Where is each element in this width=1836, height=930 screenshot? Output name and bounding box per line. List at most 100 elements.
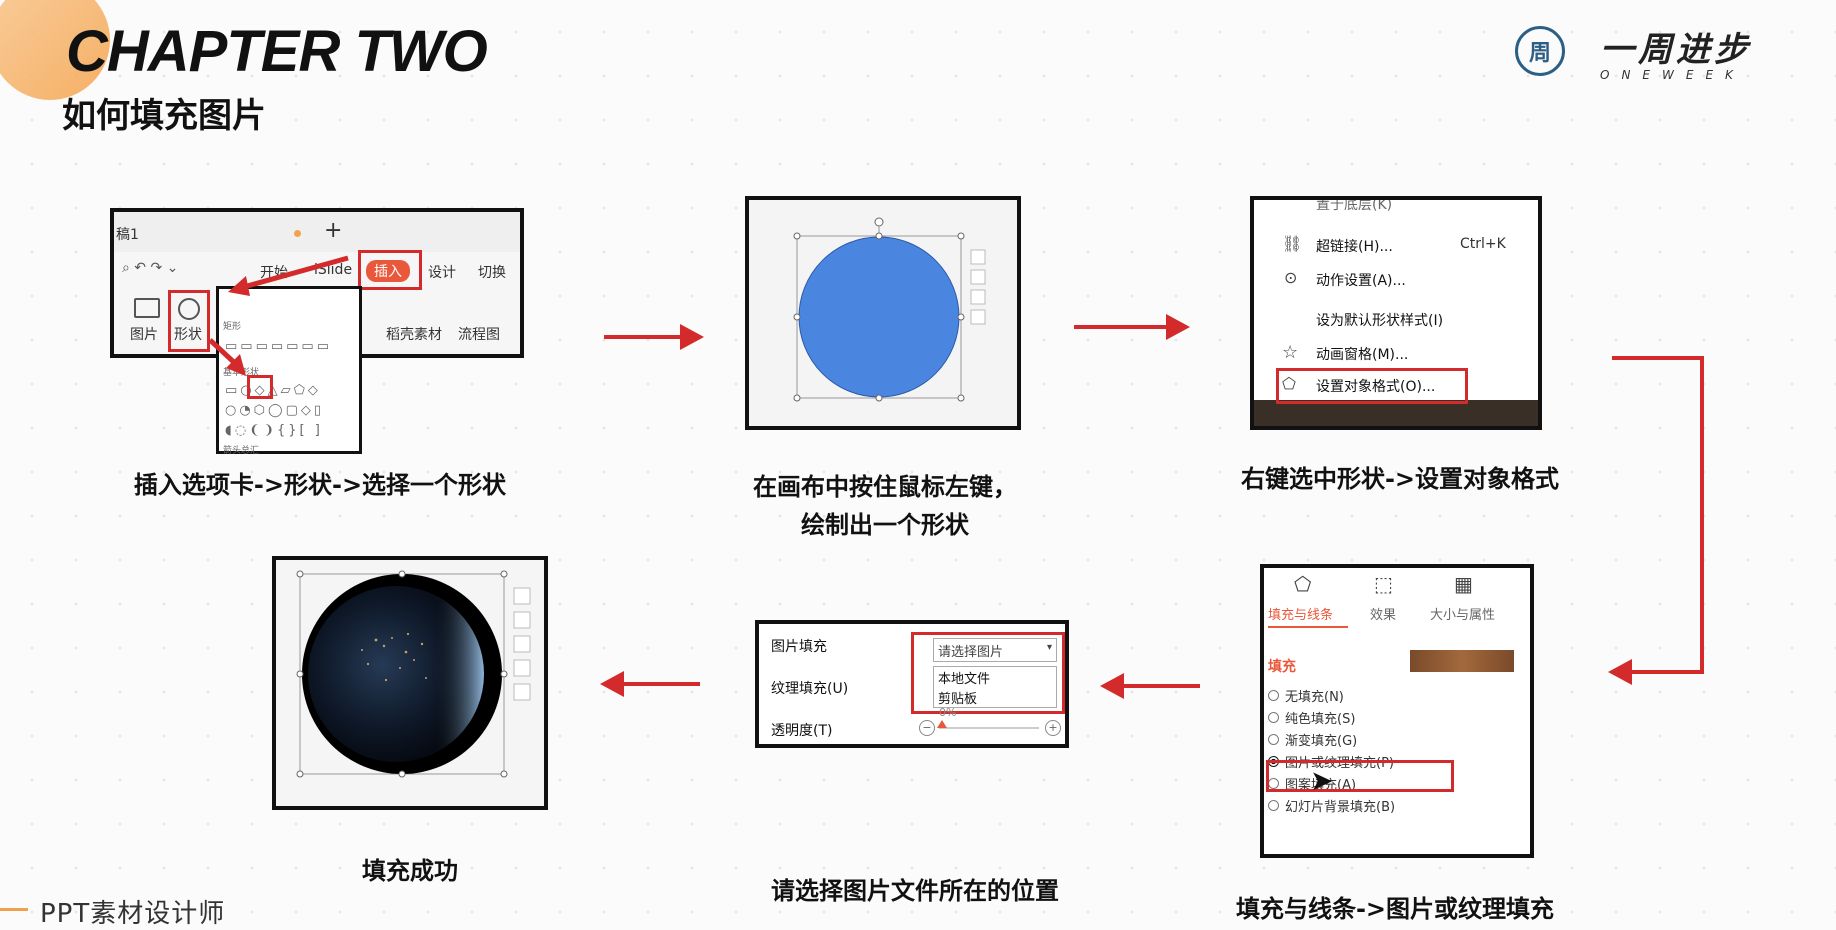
mouse-cursor-icon: ➤	[1310, 764, 1334, 797]
radio-button[interactable]	[1268, 734, 1279, 745]
menu-shortcut-hyperlink: Ctrl+K	[1460, 236, 1506, 252]
tool-shape[interactable]: 形状	[174, 327, 202, 343]
fill-option-label: 幻灯片背景填充(B)	[1285, 800, 1396, 815]
flow-arrow-1	[604, 335, 684, 339]
radio-button[interactable]	[1268, 712, 1279, 723]
highlight-source-select	[911, 632, 1065, 714]
menu-item-format-object[interactable]: 设置对象格式(O)...	[1316, 379, 1436, 395]
flow-arrowhead-5	[600, 671, 624, 697]
tool-picture[interactable]: 图片	[130, 327, 158, 343]
source-dropdown-list: 本地文件 剪贴板	[933, 666, 1057, 708]
option-clipboard[interactable]: 剪贴板	[938, 692, 978, 707]
footer-accent	[0, 908, 28, 911]
menu-item-hyperlink[interactable]: 超链接(H)...	[1316, 239, 1393, 255]
step3-screenshot: 置于底层(K) ⛓ 超链接(H)... Ctrl+K ⊙ 动作设置(A)... …	[1250, 196, 1542, 430]
blue-circle-shape	[798, 236, 960, 398]
select-value: 请选择图片	[938, 645, 1004, 660]
label-transparency: 透明度(T)	[771, 723, 833, 739]
effects-icon: ⬚	[1374, 572, 1393, 596]
menu-item-send-back[interactable]: 置于底层(K)	[1316, 197, 1393, 213]
flow-arrow-4	[1120, 684, 1200, 688]
chapter-title: CHAPTER TWO	[66, 19, 488, 84]
shape-icon	[178, 298, 200, 320]
transparency-value: 0%	[939, 706, 957, 719]
highlight-picture-fill	[1266, 760, 1454, 792]
slider-thumb[interactable]	[937, 720, 947, 728]
flow-arrowhead-4	[1100, 673, 1124, 699]
radio-button[interactable]	[1268, 800, 1279, 811]
ribbon-tab-transition[interactable]: 切换	[478, 265, 506, 281]
picture-icon	[134, 298, 160, 318]
fill-option-label: 图片或纹理填充(P)	[1285, 756, 1394, 771]
flow-arrow-3c	[1628, 670, 1704, 674]
caption-step6: 填充成功	[362, 857, 458, 885]
ribbon-tab-design[interactable]: 设计	[428, 265, 456, 281]
tab-size-props[interactable]: 大小与属性	[1430, 608, 1496, 623]
flow-arrow-5	[620, 682, 700, 686]
fill-option-0[interactable]: 无填充(N)	[1268, 686, 1344, 705]
menu-item-action[interactable]: 动作设置(A)...	[1316, 273, 1406, 289]
logo-name: 一周进步	[1600, 30, 1752, 70]
quick-toolbar: ⌕ ↶ ↷ ⌄	[122, 260, 179, 276]
label-picture-fill: 图片填充	[771, 639, 827, 655]
transparency-slider[interactable]	[939, 727, 1039, 729]
label-texture-fill: 纹理填充(U)	[771, 681, 849, 697]
unsaved-dot-icon	[294, 230, 301, 237]
flow-arrowhead-3	[1608, 659, 1632, 685]
step5-screenshot: 图片填充 请选择图片 ▾ 本地文件 剪贴板 纹理填充(U) 透明度(T) 0% …	[755, 620, 1069, 748]
fill-line-icon: ⬠	[1294, 572, 1312, 596]
gallery-section-arrows: 箭头总汇	[223, 446, 260, 456]
tool-daoke[interactable]: 稻壳素材	[386, 327, 442, 343]
caption-step1: 插入选项卡->形状->选择一个形状	[133, 471, 507, 499]
flow-arrowhead-1	[680, 324, 704, 350]
new-tab-button[interactable]: +	[324, 218, 343, 243]
logo-subtitle: ONEWEEK	[1600, 68, 1745, 82]
step6-screenshot	[272, 556, 548, 810]
fill-option-2[interactable]: 渐变填充(G)	[1268, 730, 1357, 749]
option-local-file[interactable]: 本地文件	[938, 672, 991, 687]
caption-step2-line2: 绘制出一个形状	[801, 511, 969, 539]
caption-step5: 请选择图片文件所在的位置	[771, 877, 1059, 905]
tool-flowchart[interactable]: 流程图	[458, 327, 500, 343]
caption-step4: 填充与线条->图片或纹理填充	[1235, 895, 1555, 923]
flow-arrow-3a	[1612, 356, 1704, 360]
radio-button[interactable]	[1268, 690, 1279, 701]
caption-step3: 右键选中形状->设置对象格式	[1240, 465, 1560, 493]
star-icon: ☆	[1282, 342, 1299, 363]
step4-screenshot: ⬠ 填充与线条 ⬚ 效果 ▦ 大小与属性 填充 无填充(N)纯色填充(S)渐变填…	[1260, 564, 1534, 858]
minus-button[interactable]: −	[919, 720, 935, 736]
tab-effects[interactable]: 效果	[1370, 608, 1397, 623]
highlight-format-object	[1276, 368, 1468, 404]
action-icon: ⊙	[1284, 268, 1298, 287]
tab-fill-line[interactable]: 填充与线条	[1268, 608, 1334, 623]
plus-button[interactable]: +	[1045, 720, 1061, 736]
doc-tab[interactable]: 稿1	[116, 227, 139, 243]
fill-option-1[interactable]: 纯色填充(S)	[1268, 708, 1355, 727]
gallery-row-rects: ▭▭▭▭▭▭▭	[225, 339, 332, 354]
fill-option-label: 无填充(N)	[1285, 690, 1344, 705]
gallery-row-basic-2: ○◔⬡◯▢◇▯	[225, 403, 325, 418]
step2-screenshot	[745, 196, 1021, 430]
highlight-insert-tab	[358, 250, 422, 290]
footer-text: PPT素材设计师	[40, 899, 226, 929]
fill-option-label: 渐变填充(G)	[1285, 734, 1358, 749]
ribbon-tab-insert[interactable]: 插入	[366, 260, 410, 282]
chevron-down-icon: ▾	[1046, 642, 1052, 653]
step1-screenshot: 稿1 + ⌕ ↶ ↷ ⌄ 开始 iSlide 插入 设计 切换 图片 形状 稻壳…	[110, 208, 524, 358]
flow-arrowhead-2	[1166, 314, 1190, 340]
page-subtitle: 如何填充图片	[62, 96, 266, 136]
link-icon: ⛓	[1282, 234, 1303, 253]
picture-source-select[interactable]: 请选择图片 ▾	[933, 638, 1057, 662]
logo-glyph: 周	[1528, 41, 1551, 66]
highlight-shape-tool	[168, 290, 210, 352]
fill-option-label: 纯色填充(S)	[1285, 712, 1356, 727]
caption-step2-line1: 在画布中按住鼠标左键，	[753, 473, 1017, 501]
gallery-row-basic-3: ◖◌❨❩{}[ ]	[225, 423, 323, 438]
menu-item-default-style[interactable]: 设为默认形状样式(I)	[1316, 313, 1444, 329]
flow-arrow-3b	[1700, 356, 1704, 674]
step1-guide-arrows	[208, 255, 349, 376]
texture-swatch[interactable]	[1410, 650, 1514, 672]
menu-item-animation-pane[interactable]: 动画窗格(M)...	[1316, 347, 1409, 363]
logo-icon: 周	[1515, 26, 1565, 76]
fill-option-5[interactable]: 幻灯片背景填充(B)	[1268, 796, 1395, 815]
